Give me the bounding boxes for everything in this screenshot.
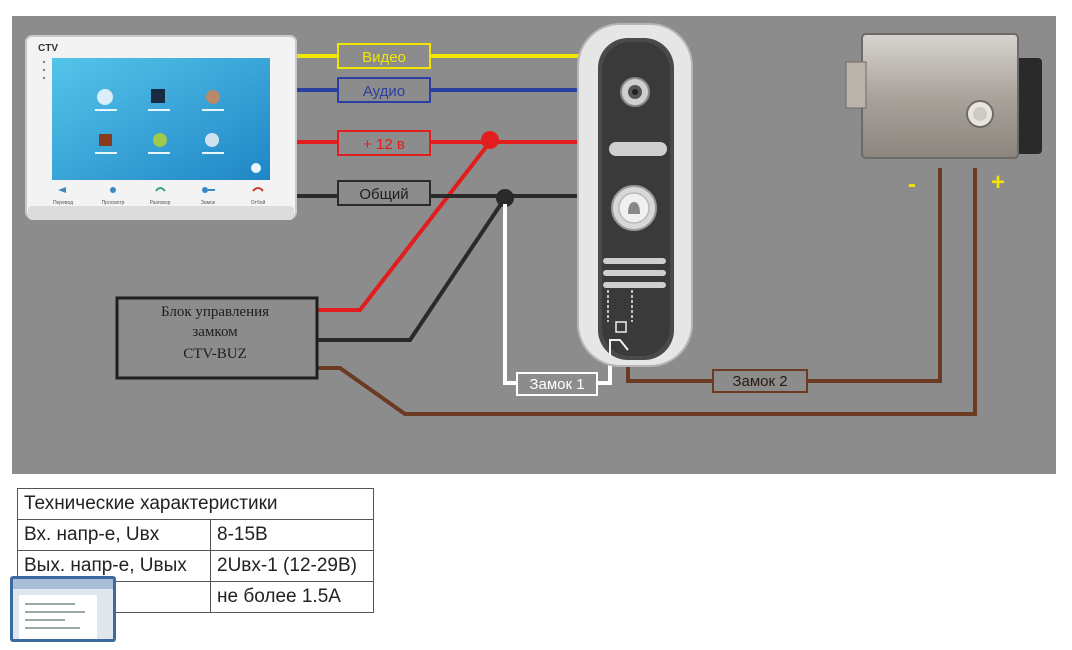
audio-label: Аудио [337,77,431,103]
spec-param: Вх. напр-е, Uвх [17,519,211,551]
common-label-text: Общий [359,186,408,203]
audio-label-text: Аудио [363,83,405,100]
power-label: + 12 в [337,130,431,156]
control-block-model: CTV-BUZ [183,346,247,362]
control-block-title: Блок управления [161,304,269,320]
button-label: Просмотр [102,200,125,206]
spec-value: 8-15В [210,519,374,551]
electric-lock: - + [845,33,1042,198]
button-label: Перевод [53,200,73,206]
video-label: Видео [337,43,431,69]
screen-icon [151,89,165,103]
monitor-brand: CTV [38,43,58,54]
speaker-grille [603,258,666,264]
lock1-label: Замок 1 [516,372,598,396]
thumbnail-titlebar [13,579,113,589]
button-label: Отбой [251,199,266,206]
wiring-diagram: Видео Аудио + 12 в Общий Замок 1 Замок 2… [12,16,1056,474]
lock-plus-sign: + [991,169,1005,196]
monitor-button-view: Просмотр [102,187,125,206]
power-label-text: + 12 в [363,136,405,153]
thumbnail-page [19,595,97,639]
screen-icon [206,90,220,104]
control-block: Блок управления замком CTV-BUZ [115,296,319,380]
lock1-label-text: Замок 1 [529,376,584,393]
common-label: Общий [337,180,431,206]
call-panel [577,23,693,367]
monitor-screen [52,58,270,180]
button-label: Замок [201,200,216,206]
screen-icon [99,134,112,146]
spec-table-title: Технические характеристики [17,488,374,520]
button-label: Разговор [150,200,171,206]
lock-minus-sign: - [908,171,916,198]
video-label-text: Видео [362,49,406,66]
monitor-button-talk: Разговор [150,187,171,206]
screen-icon [205,133,219,147]
block-to-lock-wire [318,168,977,416]
monitor-button-hangup: Отбой [251,187,266,206]
screen-icon [251,163,261,173]
spec-table-header-row: Технические характеристики [17,488,374,520]
monitor-button-transfer: Перевод [53,187,73,206]
lock2-label-text: Замок 2 [732,373,787,390]
screen-icon [153,133,167,147]
window-thumbnail[interactable] [10,576,116,642]
common-wire-to-block [318,196,507,342]
power-junction [481,131,499,149]
monitor-button-lock: Замок [201,187,216,206]
panel-light [609,142,667,156]
spec-value: не более 1.5А [210,581,374,613]
spec-value: 2Uвх-1 (12-29В) [210,550,374,582]
control-block-subtitle: замком [192,324,238,340]
table-row: Вх. напр-е, Uвх 8-15В [17,519,374,551]
screen-icon [97,89,113,105]
lock2-label: Замок 2 [712,369,808,393]
indoor-monitor: CTV Перевод Просм [25,35,297,220]
common-junction [496,189,514,207]
